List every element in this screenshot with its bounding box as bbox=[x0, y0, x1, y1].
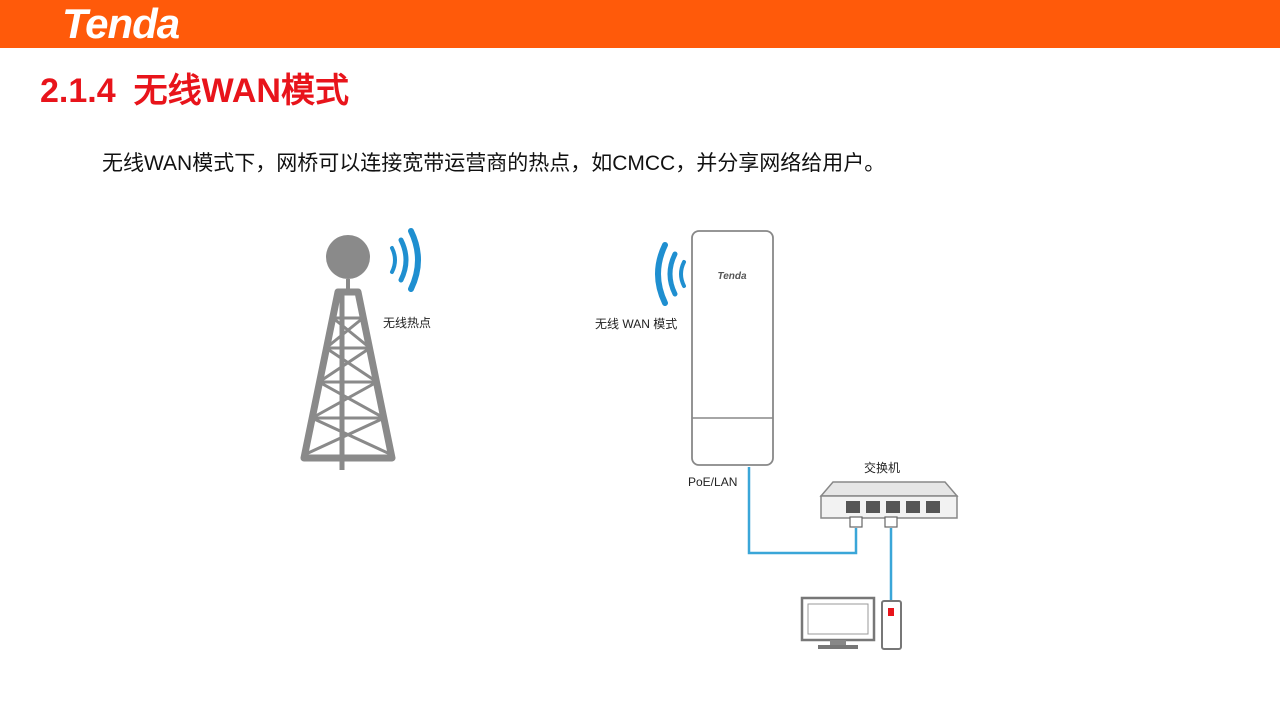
description-text: 无线WAN模式下，网桥可以连接宽带运营商的热点，如CMCC，并分享网络给用户。 bbox=[102, 152, 886, 175]
brand-logo: Tenda bbox=[62, 0, 180, 47]
bridge-logo: Tenda bbox=[717, 271, 747, 282]
wifi-signal-icon bbox=[655, 242, 686, 306]
tower-icon bbox=[300, 235, 396, 470]
header-bar: Tenda bbox=[0, 0, 1280, 48]
monitor-icon bbox=[800, 596, 876, 649]
port-label: PoE/LAN bbox=[688, 475, 737, 489]
switch-label: 交换机 bbox=[864, 460, 900, 475]
cpe-bridge-icon: Tenda bbox=[691, 230, 774, 466]
bridge-mode-label: 无线 WAN 模式 bbox=[595, 317, 677, 331]
section-title: 无线WAN模式 bbox=[133, 72, 349, 110]
hotspot-label: 无线热点 bbox=[383, 316, 431, 330]
wifi-signal-icon bbox=[390, 228, 421, 292]
page-title: 2.1.4 无线WAN模式 bbox=[40, 70, 349, 112]
cable-lines bbox=[747, 467, 893, 605]
switch-icon bbox=[819, 481, 959, 528]
phone-icon bbox=[881, 600, 902, 650]
section-number: 2.1.4 bbox=[40, 72, 116, 110]
